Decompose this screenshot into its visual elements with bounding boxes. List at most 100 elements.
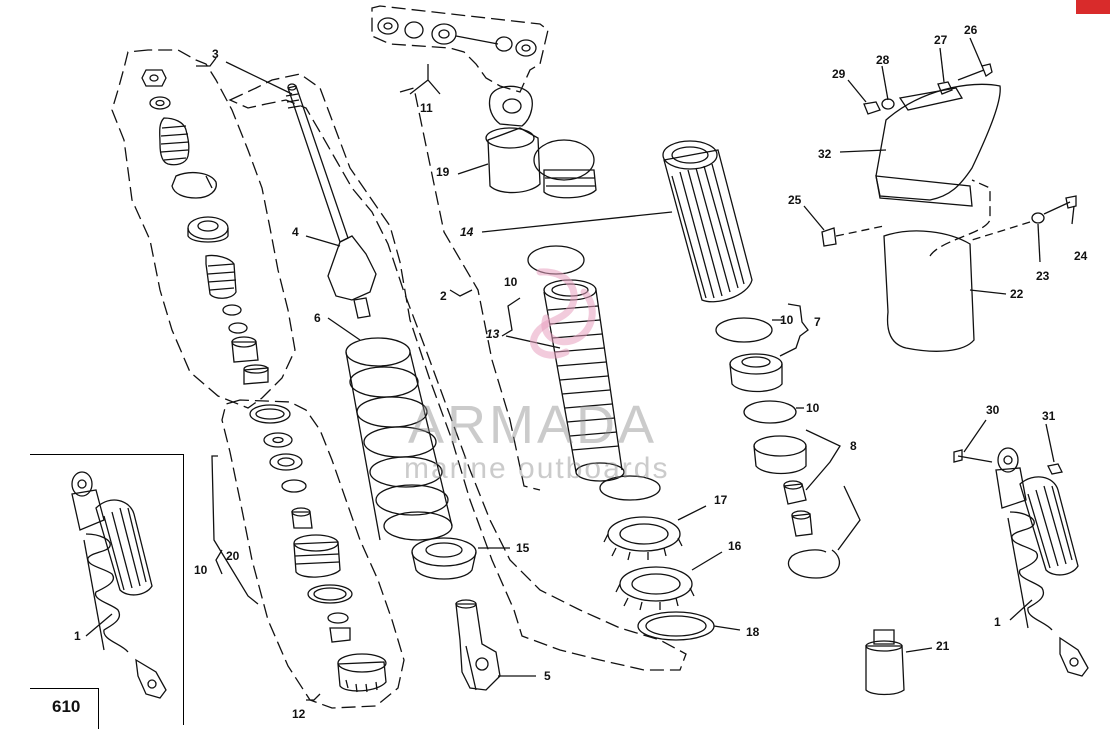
top-nut [141,69,167,87]
spring-seat-upper-side [187,228,229,243]
seat-15-body [411,551,477,580]
callout-19: 19 [436,165,450,179]
bush-6-hole [521,44,531,52]
tube-group-outline [399,87,541,491]
leader-26 [969,37,983,67]
oring-a-inner [255,408,285,420]
nut-29 [863,101,881,115]
inset-frame [30,454,184,725]
cap-j-top [337,653,387,673]
bushing-low-top [243,364,269,374]
callout-29: 29 [832,67,846,81]
callout-28: 28 [876,53,890,67]
callout-23: 23 [1036,269,1050,283]
ls-reservoir-ribs [103,507,147,591]
bolt-30-head [953,449,963,463]
split-retainer [171,171,217,199]
bush-e-top [291,507,311,517]
bump-rubber-upper-ribs [160,125,190,161]
eye-5-top [455,599,477,609]
main-spring [345,337,453,541]
bolt-24-head [1065,195,1077,209]
spring-coil-5 [369,456,443,488]
callout-31: 31 [1042,409,1056,423]
callout-2: 2 [440,289,447,303]
leader-4 [305,235,341,247]
bush-e [291,511,313,529]
washer-18-inner [645,615,707,637]
bush-3 [431,23,457,45]
damper-rod [285,83,377,319]
leader-31 [1045,423,1055,463]
leader-14 [481,211,673,233]
bracket-10-left [215,549,223,575]
washer-23 [1031,212,1045,224]
leader-1-left [85,613,113,637]
ls-spring [85,533,129,653]
bolt-24 [1043,201,1071,215]
assembled-shock-right [995,447,1089,677]
corner-tab [1076,0,1110,14]
callout-32: 32 [818,147,832,161]
callout-15: 15 [516,541,530,555]
hardware [821,63,1077,475]
top-bushes [377,17,537,57]
rs-lower-eye-hole [1069,657,1079,667]
leader-18 [713,625,741,631]
leader-32 [839,149,887,153]
ls-lower-eye-hole [147,679,157,689]
eye-5-slot [465,645,477,691]
rs-spring [1009,511,1053,631]
spring-coil-3 [356,396,428,428]
rs-eye [997,447,1019,473]
washer-mid-b [228,322,248,334]
callout-12: 12 [292,707,306,721]
leader-19 [457,163,489,175]
rod-group-outline [228,73,687,671]
rod-collar [327,235,377,301]
tube-bottom [575,462,625,482]
lock-rings [599,475,715,641]
clip-25-dash [835,225,885,237]
valve-8a [783,483,807,505]
callout-10: 10 [780,313,794,327]
bushing-mid-top [231,336,257,348]
rs-spring-left [1007,517,1029,629]
left-group-dashed-outline [111,49,296,409]
watermark-swirl-2 [541,288,596,346]
rs-reservoir-ribs [1027,485,1073,569]
ls-eye [71,471,93,497]
bump-rubber-lower-ribs [207,263,237,291]
seal-8-body [753,445,807,475]
leader-27 [939,47,945,83]
watermark-logo [530,268,596,359]
cap-j-teeth [345,679,378,693]
rod-thread [285,93,301,109]
eye-5-hole [475,657,489,671]
bottle-cap [873,629,895,645]
oring-top [599,475,661,501]
bush-1 [377,17,399,35]
callout-8: 8 [850,439,857,453]
dash-23 [971,221,1031,241]
callout-30: 30 [986,403,1000,417]
leader-30 [963,419,987,453]
bushing-low [243,367,269,385]
washer-top-hole [155,99,165,107]
leader-1-right [1009,599,1033,621]
bush-6 [515,39,537,57]
callout-14: 14 [460,225,474,239]
seal-8-top [753,435,807,457]
bottle-shoulder [865,640,903,652]
eye-5-body [455,603,501,691]
washer-mid-a [222,304,242,316]
callout-17: 17 [714,493,728,507]
eye-19-body [487,127,541,194]
top-nut-hole [149,74,159,82]
callout-10: 10 [194,563,208,577]
nut-17-teeth [603,533,683,561]
guard-32-flange [875,175,973,207]
nut-16-inner [631,573,681,595]
bump-rubber-upper [159,117,190,166]
